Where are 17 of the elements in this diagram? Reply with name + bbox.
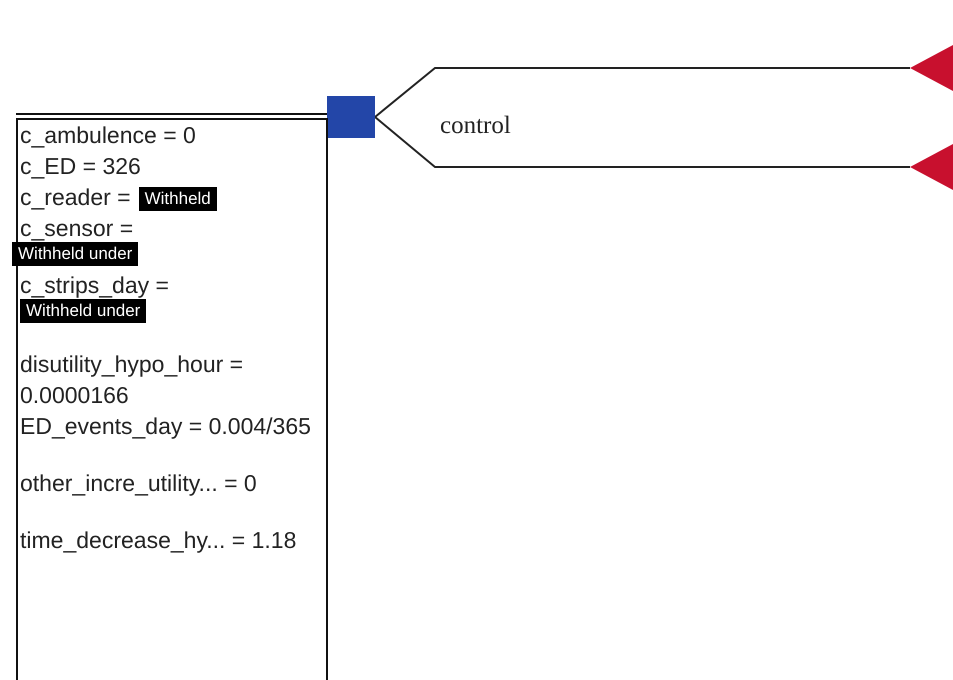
redaction-box: Withheld (138, 186, 217, 211)
branch-line (374, 67, 910, 118)
terminal-triangle (910, 144, 953, 190)
parameter-text: disutility_hypo_hour = 0.0000166 (20, 351, 244, 408)
parameter-text: c_sensor = (20, 215, 134, 241)
parameter-text: c_ED = 326 (20, 153, 141, 179)
parameter-text: time_decrease_hy... = 1.18 (20, 527, 296, 553)
parameter-text: other_incre_utility... = 0 (20, 470, 257, 496)
redaction-box: Withheld under (12, 242, 138, 266)
branch-line (374, 116, 910, 168)
decision-square (327, 96, 375, 138)
parameter-text: c_reader = (20, 184, 131, 210)
redaction-box: Withheld under (20, 299, 146, 323)
parameter-text: c_strips_day = (20, 272, 169, 298)
terminal-triangle (910, 45, 953, 91)
parameter-text: c_ambulence = 0 (20, 122, 196, 148)
parameter-text: ED_events_day = 0.004/365 (20, 413, 311, 439)
